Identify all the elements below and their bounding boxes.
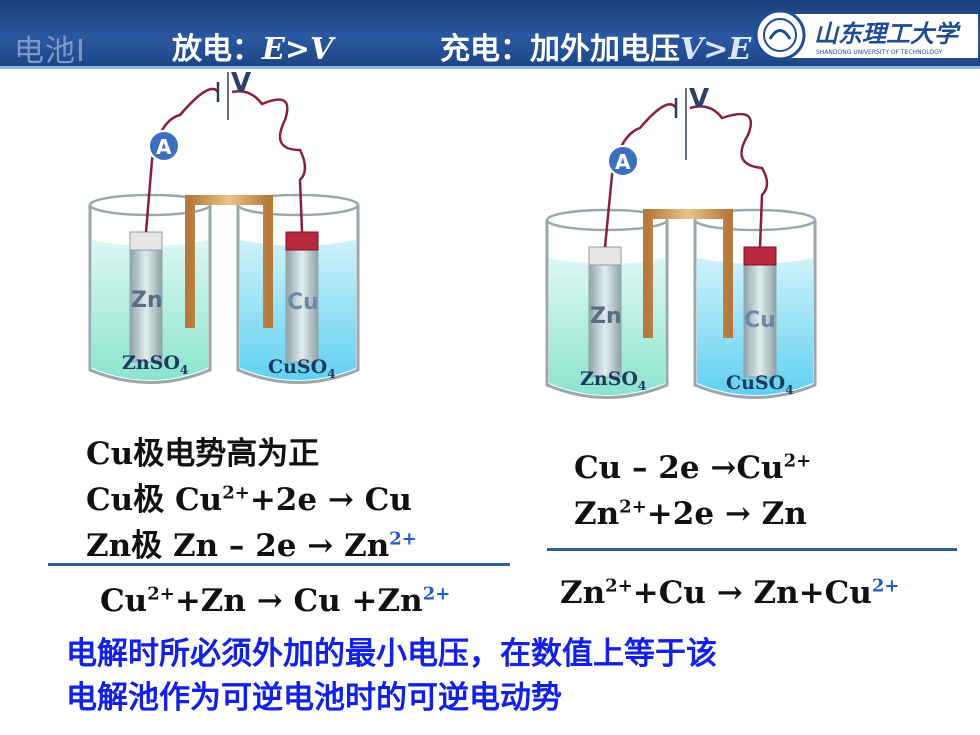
title-bar-underline <box>0 66 980 69</box>
right-cu-label: Cu <box>744 308 776 333</box>
left-znso4-label: ZnSO4 <box>122 352 189 377</box>
section-title: 电池Ⅰ <box>14 34 86 69</box>
discharge-heading: 放电：E>V <box>172 24 333 68</box>
right-voltmeter-label: V <box>689 84 710 114</box>
left-zn-label: Zn <box>131 288 163 313</box>
charge-condition: V>E <box>680 32 752 67</box>
discharge-label: 放电： <box>172 32 262 67</box>
right-znso4-label: ZnSO4 <box>580 368 647 393</box>
right-zn-label: Zn <box>590 304 622 329</box>
note-line-1: 电解时所必须外加的最小电压，在数值上等于该 <box>66 636 717 672</box>
left-equation-1: Cu极电势高为正 <box>86 436 320 472</box>
right-zn-electrode <box>588 246 622 378</box>
left-zn-electrode <box>129 231 163 363</box>
right-salt-bridge <box>643 209 733 338</box>
note-line-2: 电解池作为可逆电池时的可逆电动势 <box>66 680 562 716</box>
charge-heading: 充电：加外加电压V>E <box>440 24 751 68</box>
left-cuso4-label: CuSO4 <box>268 356 336 381</box>
left-ammeter-label: A <box>156 135 172 159</box>
right-cell <box>545 88 817 399</box>
charge-label: 充电：加外加电压 <box>440 32 680 67</box>
discharge-condition: E>V <box>262 32 334 67</box>
right-divider <box>547 548 957 551</box>
left-overall-reaction: Cu2++Zn → Cu +Zn2+ <box>100 583 451 619</box>
right-ammeter-label: A <box>615 150 631 174</box>
right-cuso4-label: CuSO4 <box>726 372 794 397</box>
right-equation-1: Cu – 2e →Cu2+ <box>574 450 812 486</box>
left-ammeter <box>148 130 180 162</box>
left-voltmeter-label: V <box>231 68 252 98</box>
right-equation-2: Zn2++2e → Zn <box>574 496 807 532</box>
university-logo: 山东理工大学 SHANDONG UNIVERSITY OF TECHNOLOGY <box>754 9 978 61</box>
left-cell <box>88 72 360 384</box>
left-divider <box>48 563 510 566</box>
left-equation-2: Cu极 Cu2++2e → Cu <box>86 482 412 518</box>
left-cu-label: Cu <box>287 290 319 315</box>
left-cu-electrode <box>285 231 319 363</box>
svg-text:SHANDONG UNIVERSITY OF TECHNOL: SHANDONG UNIVERSITY OF TECHNOLOGY <box>816 49 942 56</box>
left-salt-bridge <box>185 195 273 328</box>
svg-text:山东理工大学: 山东理工大学 <box>814 19 961 48</box>
right-overall-reaction: Zn2++Cu → Zn+Cu2+ <box>560 575 900 611</box>
right-cu-electrode <box>743 246 777 378</box>
right-ammeter <box>607 145 639 177</box>
left-equation-3: Zn极 Zn – 2e → Zn2+ <box>86 528 417 564</box>
